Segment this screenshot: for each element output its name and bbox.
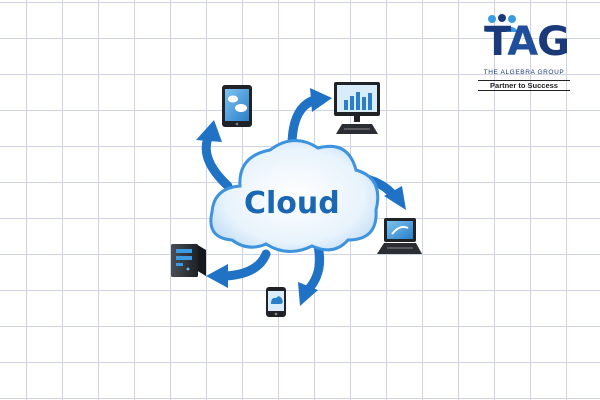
logo-tagline: Partner to Success: [478, 80, 570, 91]
arrow-to-server: [206, 249, 271, 288]
server-icon: [171, 244, 206, 277]
tablet-icon: [222, 85, 252, 127]
phone-icon: [266, 287, 286, 317]
monitor-icon: [334, 82, 380, 134]
logo-letter-a: A: [507, 19, 538, 65]
logo-wordmark: TAG: [484, 19, 570, 65]
logo-company-name: THE ALGEBRA GROUP: [483, 69, 565, 76]
logo-letter-g: G: [537, 19, 570, 65]
people-icon: [486, 14, 518, 32]
logo-letter-t: T: [484, 19, 508, 65]
cloud-shape: Cloud: [209, 139, 380, 253]
arrow-to-tablet: [196, 120, 233, 191]
arrow-to-phone: [298, 241, 325, 306]
cloud-label: Cloud: [244, 186, 340, 221]
laptop-icon: [377, 218, 422, 254]
company-logo: TAG THE ALGEBRA GROUP Partner to Success: [474, 14, 584, 94]
arrow-to-monitor: [287, 88, 332, 151]
